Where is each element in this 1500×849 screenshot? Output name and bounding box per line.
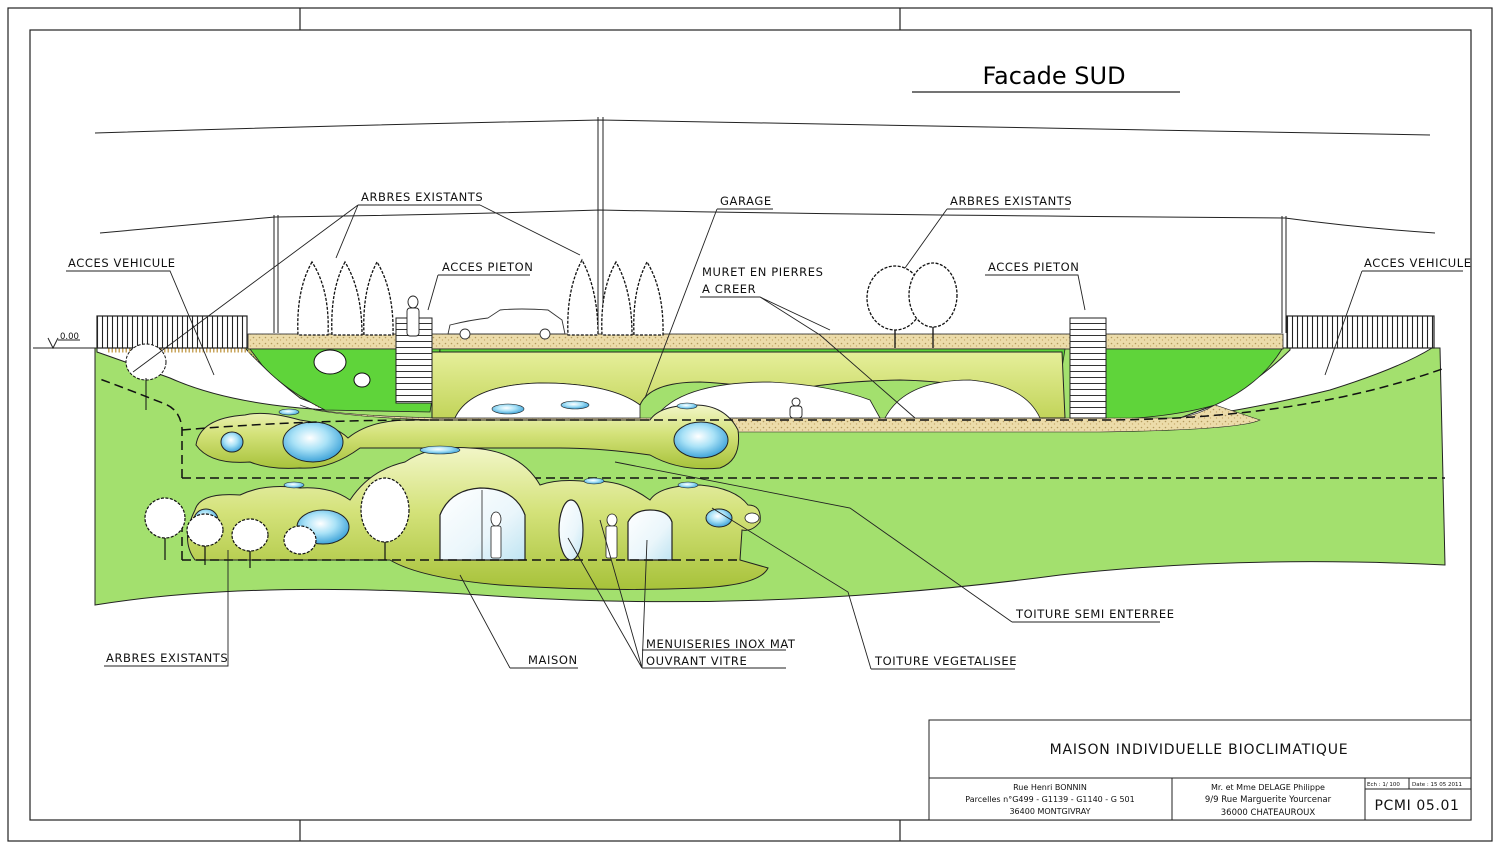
sheet-code: PCMI 05.01 — [1375, 798, 1460, 814]
label-acces-vehicule-right: ACCES VEHICULE — [1364, 256, 1472, 270]
railing-right — [1286, 315, 1435, 349]
label-menuiseries-line2: OUVRANT VITRE — [646, 654, 747, 668]
client-line3: 36000 CHATEAUROUX — [1221, 808, 1316, 818]
label-muret-line1: MURET EN PIERRES — [702, 265, 824, 279]
existing-trees-top-left — [297, 258, 664, 336]
people-figures — [406, 295, 803, 419]
title-block — [928, 719, 1472, 821]
label-muret-line2: A CREER — [702, 282, 756, 296]
label-acces-vehicule-left: ACCES VEHICULE — [68, 256, 176, 270]
label-garage: GARAGE — [720, 194, 772, 208]
drawing-title: Facade SUD — [982, 62, 1125, 90]
power-lines — [94, 117, 1436, 342]
upper-dwelling — [195, 402, 740, 470]
level-marker-value: 0.00 — [60, 332, 79, 342]
label-arbres-existants-top-right: ARBRES EXISTANTS — [950, 194, 1072, 208]
gravel-path-lower — [299, 404, 1261, 433]
scale-value: Ech : 1/ 100 — [1367, 782, 1400, 788]
label-arbres-existants-bottom: ARBRES EXISTANTS — [106, 651, 228, 665]
project-title: MAISON INDIVIDUELLE BIOCLIMATIQUE — [1050, 742, 1349, 758]
semi-buried-roof-outline — [96, 367, 1446, 479]
stairs-right — [1069, 317, 1107, 419]
date-value: Date : 15 05 2011 — [1412, 782, 1462, 788]
existing-trees-lower — [144, 477, 410, 568]
client-line2: 9/9 Rue Marguerite Yourcenar — [1205, 795, 1332, 805]
label-menuiseries-line1: MENUISERIES INOX MAT — [646, 637, 796, 651]
existing-trees-top-right — [866, 262, 958, 348]
main-dwelling — [187, 445, 769, 590]
courtyard-lawn-left — [249, 348, 441, 413]
site-address-line1: Rue Henri BONNIN — [1013, 783, 1087, 792]
label-toiture-vegetalisee: TOITURE VEGETALISEE — [874, 654, 1017, 668]
sheet-frame — [7, 7, 1493, 842]
label-toiture-semi-enterree: TOITURE SEMI ENTERREE — [1015, 607, 1175, 621]
house-dashed-outline — [181, 515, 740, 561]
level-marker — [33, 337, 95, 350]
label-maison: MAISON — [528, 653, 578, 667]
leader-lines — [66, 204, 1463, 670]
client-line1: Mr. et Mme DELAGE Philippe — [1211, 783, 1325, 792]
label-acces-pieton-left: ACCES PIETON — [442, 260, 533, 274]
site-address-line2: Parcelles n°G499 - G1139 - G1140 - G 501 — [965, 795, 1134, 804]
label-arbres-existants-top-left: ARBRES EXISTANTS — [361, 190, 483, 204]
site-address-line3: 36400 MONTGIVRAY — [1009, 807, 1090, 816]
garage-structure — [431, 351, 1066, 419]
label-acces-pieton-right: ACCES PIETON — [988, 260, 1079, 274]
car-outline — [447, 308, 566, 340]
